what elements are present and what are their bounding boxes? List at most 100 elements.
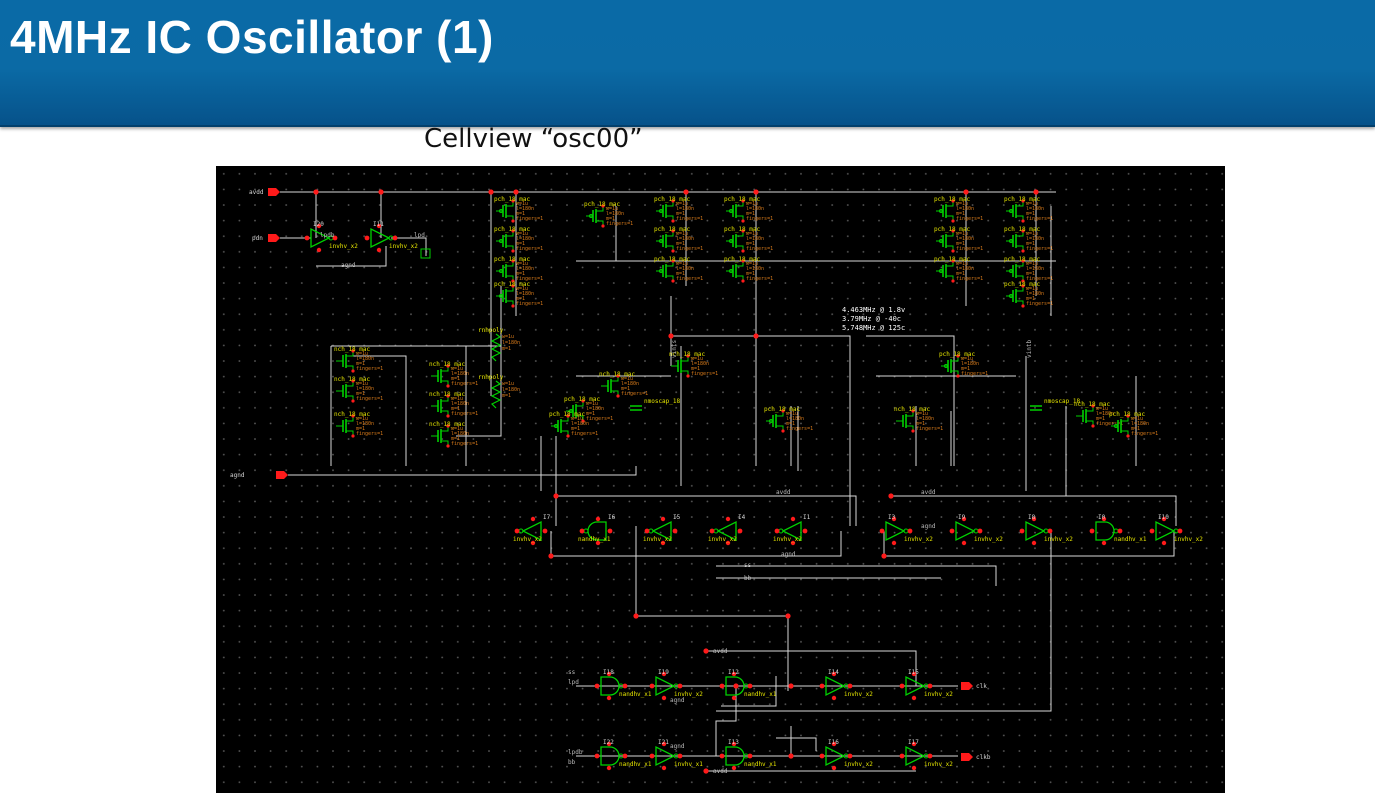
wire <box>391 237 427 256</box>
device-property: l=180n <box>746 206 764 212</box>
frequency-note: 4.463MHz @ 1.8v 3.79MHz @ -40c 5.748MHz … <box>842 306 905 332</box>
gate-instance-name: I17 <box>908 739 919 746</box>
gate-cell-name: nandhv_x1 <box>1114 536 1147 543</box>
freq-line-3: 5.748MHz @ 125c <box>842 324 905 332</box>
device-property: m=1 <box>676 211 685 217</box>
svg-text:avdd: avdd <box>249 189 264 196</box>
wire <box>721 676 777 707</box>
device-property: w=1u <box>676 231 688 237</box>
gate-instance-name: I15 <box>908 669 919 676</box>
device-property: l=180n <box>1026 266 1044 272</box>
device-property: m=1 <box>956 241 965 247</box>
device-property: m=1 <box>606 216 615 222</box>
device-property: l=180n <box>746 236 764 242</box>
device-cell-name: pch_18_mac <box>724 256 761 263</box>
gate-cell-name: nandhv_x1 <box>578 536 611 543</box>
device-property: m=1 <box>786 421 795 427</box>
gate-cell-name: invhv_x2 <box>844 761 873 768</box>
svg-text:clk: clk <box>976 683 987 690</box>
pin-avdd[interactable]: avdd <box>249 188 280 196</box>
device-property: w=1u <box>516 231 528 237</box>
bus-agnd-label-5: agnd <box>670 697 685 704</box>
device-property: m=1 <box>1026 241 1035 247</box>
device-cell-name: pch_18_mac <box>939 351 976 358</box>
gate-instance-name: I0 <box>1098 514 1106 521</box>
device-property: l=180n <box>606 211 624 217</box>
pin-pdn[interactable]: pdn <box>252 234 280 242</box>
bus-agnd-label-2: agnd <box>921 523 936 530</box>
device-property: w=1u <box>1026 231 1038 237</box>
device-property: m=1 <box>676 241 685 247</box>
gate-cell-name: nandhv_x1 <box>744 691 777 698</box>
device-cell-name: pch_18_mac <box>584 201 621 208</box>
wire <box>316 246 387 267</box>
device-cell-name: nch_18_mac <box>429 421 466 428</box>
wire <box>346 355 407 466</box>
cap-cell-name: nmoscap_18 <box>1044 398 1081 405</box>
cap-cell-name: nmoscap_18 <box>644 398 681 405</box>
device-property: l=180n <box>451 371 469 377</box>
resistor-property: m=1 <box>502 346 511 352</box>
cap-c2: nmoscap_18 <box>1030 398 1081 411</box>
device-property: l=180n <box>451 431 469 437</box>
connection-dot <box>703 768 709 774</box>
device-property: l=180n <box>961 361 979 367</box>
device-property: fingers=1 <box>961 371 988 377</box>
bus-pd-label: lpd <box>414 232 425 239</box>
wire <box>556 495 857 526</box>
cellview-caption: Cellview “osc00” <box>424 124 643 154</box>
device-property: l=180n <box>356 356 374 362</box>
device-property: m=1 <box>516 241 525 247</box>
gate-cell-name: invhv_x2 <box>389 243 418 250</box>
svg-text:pdn: pdn <box>252 235 263 242</box>
noconn-marker <box>420 248 431 259</box>
input-lpd-label: lpd <box>568 679 579 686</box>
device-property: m=1 <box>356 426 365 432</box>
bus-agnd-label-3: agnd <box>341 262 356 269</box>
device-property: w=1u <box>451 366 463 372</box>
pin-clkb[interactable]: clkb <box>961 753 991 761</box>
grid-dots <box>216 166 1225 793</box>
connection-dot <box>633 613 639 619</box>
input-lpdb-label: lpdb <box>568 749 583 756</box>
device-property: fingers=1 <box>606 221 633 227</box>
connection-dot <box>378 189 384 195</box>
device-cell-name: pch_18_mac <box>654 196 691 203</box>
svg-text:clkb: clkb <box>976 754 991 761</box>
pin-clk[interactable]: clk <box>961 682 987 690</box>
device-property: fingers=1 <box>1096 421 1123 427</box>
device-property: m=1 <box>746 271 755 277</box>
connection-dot <box>703 648 709 654</box>
device-property: m=1 <box>451 376 460 382</box>
device-cell-name: pch_18_mac <box>934 256 971 263</box>
device-property: fingers=1 <box>451 411 478 417</box>
connection-dot <box>683 189 689 195</box>
device-property: w=1u <box>621 376 633 382</box>
pin-agnd[interactable]: agnd <box>230 471 288 479</box>
device-property: m=1 <box>356 391 365 397</box>
device-property: w=1u <box>586 401 598 407</box>
device-property: w=1u <box>606 206 618 212</box>
gate-cell-name: invhv_x2 <box>674 691 703 698</box>
